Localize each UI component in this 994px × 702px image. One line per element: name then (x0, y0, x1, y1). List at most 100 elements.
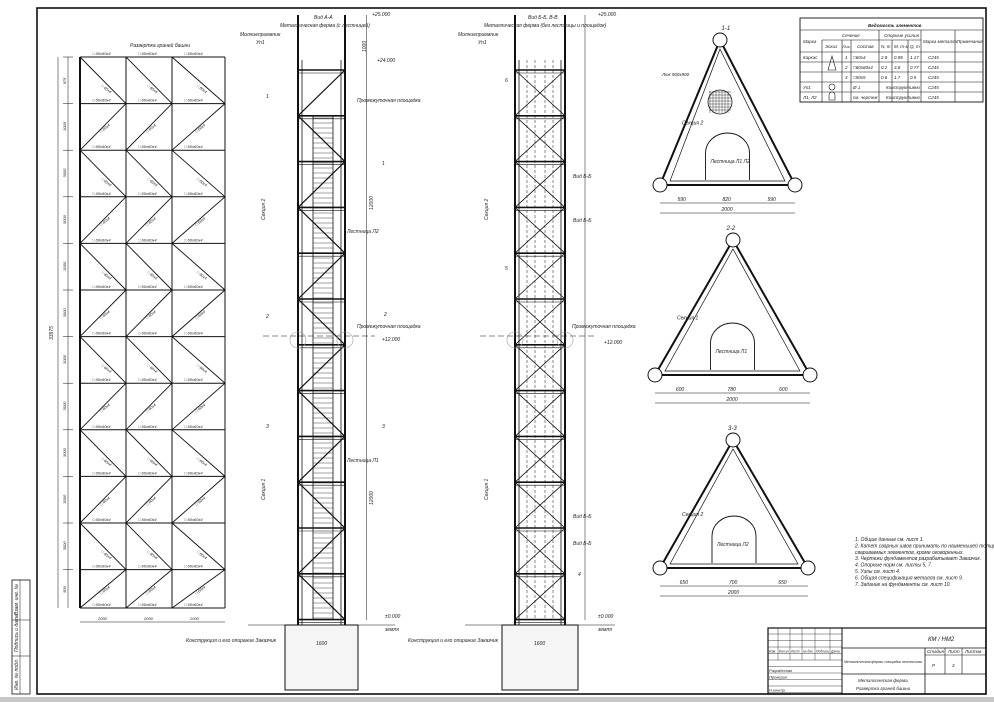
diagonal-brace (171, 569, 226, 609)
diagonal-label: □ 60x4 (145, 217, 157, 227)
table-header-section: Сечение (842, 33, 860, 38)
note-item: 3. Чертежи фундаментов разрабатывает Зак… (855, 556, 981, 562)
ladder-cage (705, 132, 750, 180)
chord-label: □ 60x60x4 (138, 377, 157, 382)
chord-label: □ 60x60x4 (138, 51, 157, 56)
table-cell-composition: □60х60х4 (853, 65, 873, 70)
tower-b-title: Вид Б-Б, В-В (528, 15, 558, 21)
table-cell-steel: С245 (928, 95, 939, 100)
title-block-role: Н.контр. (769, 688, 786, 693)
table-header-pos: Поз. (843, 44, 851, 49)
title-block-frame (767, 627, 987, 695)
chord-label: □ 60x60x4 (138, 284, 157, 289)
title-block-role: Разработал (769, 668, 793, 673)
diagonal-brace (171, 289, 226, 337)
tower-a-callout-mark: Уп1 (256, 40, 265, 46)
table-cell-steel: С245 (928, 85, 939, 90)
tower-a-section-1b: 1 (382, 161, 385, 167)
tower-b-segment-1: Секция 1 (484, 479, 490, 500)
diagonal-brace (79, 196, 127, 244)
tower-a-section-1a: 1 (266, 94, 269, 100)
diagonal-brace (125, 149, 173, 198)
tower-a-section-3b: 3 (382, 424, 385, 430)
dimension-label: 590 (768, 197, 777, 203)
title-block-sheet-header: Лист (947, 649, 960, 654)
tower-a-elev-platform: +12.000 (382, 337, 400, 343)
tower-b-foundation-note: Конструкция и его опирание Заказчик (408, 638, 499, 644)
chord-label: □ 60x60x4 (184, 284, 203, 289)
table-grid (800, 29, 983, 102)
leg-circle (652, 560, 668, 576)
table-cell-composition: см. чертеж (853, 95, 878, 100)
diagonal-brace (171, 103, 226, 151)
chord-label: □ 60x60x4 (184, 191, 203, 196)
tower-diagonal (514, 115, 566, 162)
diagonal-label: □ 60x4 (99, 217, 111, 227)
leg-circle (712, 32, 728, 48)
note-item: 1. Общие данные см. лист 1. (855, 537, 924, 543)
table-cell-m: 3.8 (894, 65, 901, 70)
table-cell-composition: □50х5 (853, 75, 866, 80)
chord-label: □ 60x60x4 (92, 51, 111, 56)
diagonal-brace (79, 522, 127, 570)
chord-label: □ 60x60x4 (92, 144, 111, 149)
left-stamp: Взам. инв. № Подпись и дата Инв. № подл. (11, 579, 31, 695)
diagonal-brace (171, 196, 226, 244)
segment-label: Секция 1 (677, 316, 698, 322)
tower-a-section-2b: 2 (383, 312, 387, 318)
detail-callout (336, 331, 354, 349)
diagonal-label: □ 60x4 (100, 177, 112, 187)
dimension-label: 600 (676, 387, 685, 393)
detail-callout (506, 331, 524, 349)
tower-diagonal (514, 252, 566, 300)
chord-label: □ 60x60x4 (92, 331, 111, 336)
diagonal-label: □ 60x4 (99, 585, 111, 595)
diagonal-label: □ 60x4 (145, 403, 157, 413)
diagonal-brace (125, 289, 173, 337)
dimension-label: 650 (778, 580, 787, 586)
diagonal-label: □ 60x4 (100, 84, 112, 94)
section-triangle (658, 37, 797, 186)
dimension-total: 2000 (727, 590, 739, 596)
dimension-label: 820 (723, 197, 732, 203)
diagonal-label: □ 60x4 (196, 270, 208, 280)
tower-a-dim-1: 1000 (362, 41, 368, 52)
dimension-label: 2000 (143, 616, 154, 621)
table-cell-forces: Конструктивно (886, 95, 920, 100)
tower-view-b: Вид Б-Б, В-В Металлическая ферма (без ле… (408, 12, 636, 691)
diagonal-brace (79, 289, 127, 337)
development-lines (57, 56, 226, 623)
diagonal-brace (171, 149, 226, 198)
title-block-stage: Р (932, 663, 935, 668)
section-title: 1-1 (722, 26, 731, 32)
diagonal-brace (171, 522, 226, 570)
chord-label: □ 60x60x4 (92, 424, 111, 429)
ladder-label: Лестница Л1 Л2 (710, 159, 750, 165)
title-block-drawing-name-2: Развертка граней башни (856, 685, 911, 691)
diagonal-brace (125, 522, 173, 570)
chord-label: □ 60x60x4 (184, 564, 203, 569)
section-title: 2-2 (726, 226, 736, 232)
tower-diagonal (514, 161, 566, 208)
note-item: 4. Опорные норм см. листы 5, 7. (855, 563, 932, 569)
diagonal-brace (79, 569, 127, 609)
tower-b-view-label-2: Вид Б-Б (573, 218, 592, 224)
tower-a-dim-2: 12000 (369, 196, 375, 210)
diagonal-label: □ 60x4 (196, 457, 208, 467)
table-cell-n: 0.2 (881, 65, 888, 70)
note-item: 6. Общая спецификация металла см. лист 9… (855, 575, 963, 581)
table-cell-pos: 2 (844, 65, 848, 70)
tower-b-elev-ground: ±0.000 (598, 614, 613, 620)
chord-label: □ 60x60x4 (184, 517, 203, 522)
ladder-label: Лестница Л2 (716, 542, 749, 548)
tower-a-section-2a: 2 (265, 314, 269, 320)
stamp-replaced: Взам. инв. № (14, 583, 20, 615)
stamp-box (11, 579, 31, 695)
chord-label: □ 60x60x4 (92, 470, 111, 475)
